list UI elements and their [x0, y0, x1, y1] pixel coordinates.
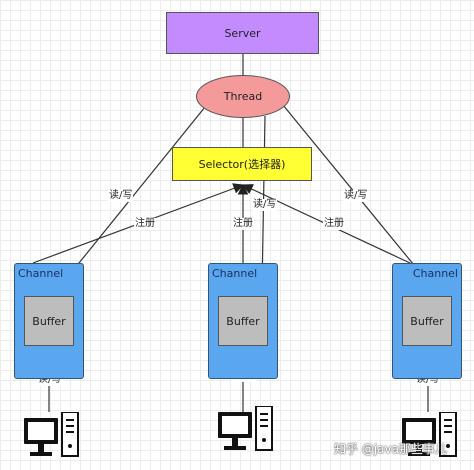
selector-node: Selector(选择器) — [172, 147, 312, 181]
read-write-label-right: 读/写 — [343, 190, 369, 202]
register-label-left: 注册 — [134, 218, 156, 230]
channel-label: Channel — [18, 267, 64, 280]
channel-middle: Channel Buffer — [208, 263, 278, 379]
computer-icon — [402, 412, 457, 457]
channel-right: Channel Buffer — [392, 263, 462, 379]
channel-left: Channel Buffer — [14, 263, 84, 379]
channel-label: Channel — [412, 267, 458, 280]
buffer-node: Buffer — [402, 296, 452, 346]
register-label-right: 注册 — [323, 218, 345, 230]
thread-channel-left-line — [74, 106, 206, 269]
buffer-node: Buffer — [24, 296, 74, 346]
thread-channel-right-line — [282, 104, 419, 271]
read-write-label-middle: 读/写 — [252, 199, 278, 211]
channel-label: Channel — [212, 267, 258, 280]
buffer-node: Buffer — [218, 296, 268, 346]
watermark: 知乎 @java那些事儿 — [334, 442, 447, 456]
server-node: Server — [166, 12, 319, 54]
computer-icon — [218, 406, 273, 451]
register-label-middle: 注册 — [232, 218, 254, 230]
computer-icon — [24, 412, 79, 457]
thread-node: Thread — [196, 75, 290, 118]
read-write-label-left: 读/写 — [108, 190, 134, 202]
